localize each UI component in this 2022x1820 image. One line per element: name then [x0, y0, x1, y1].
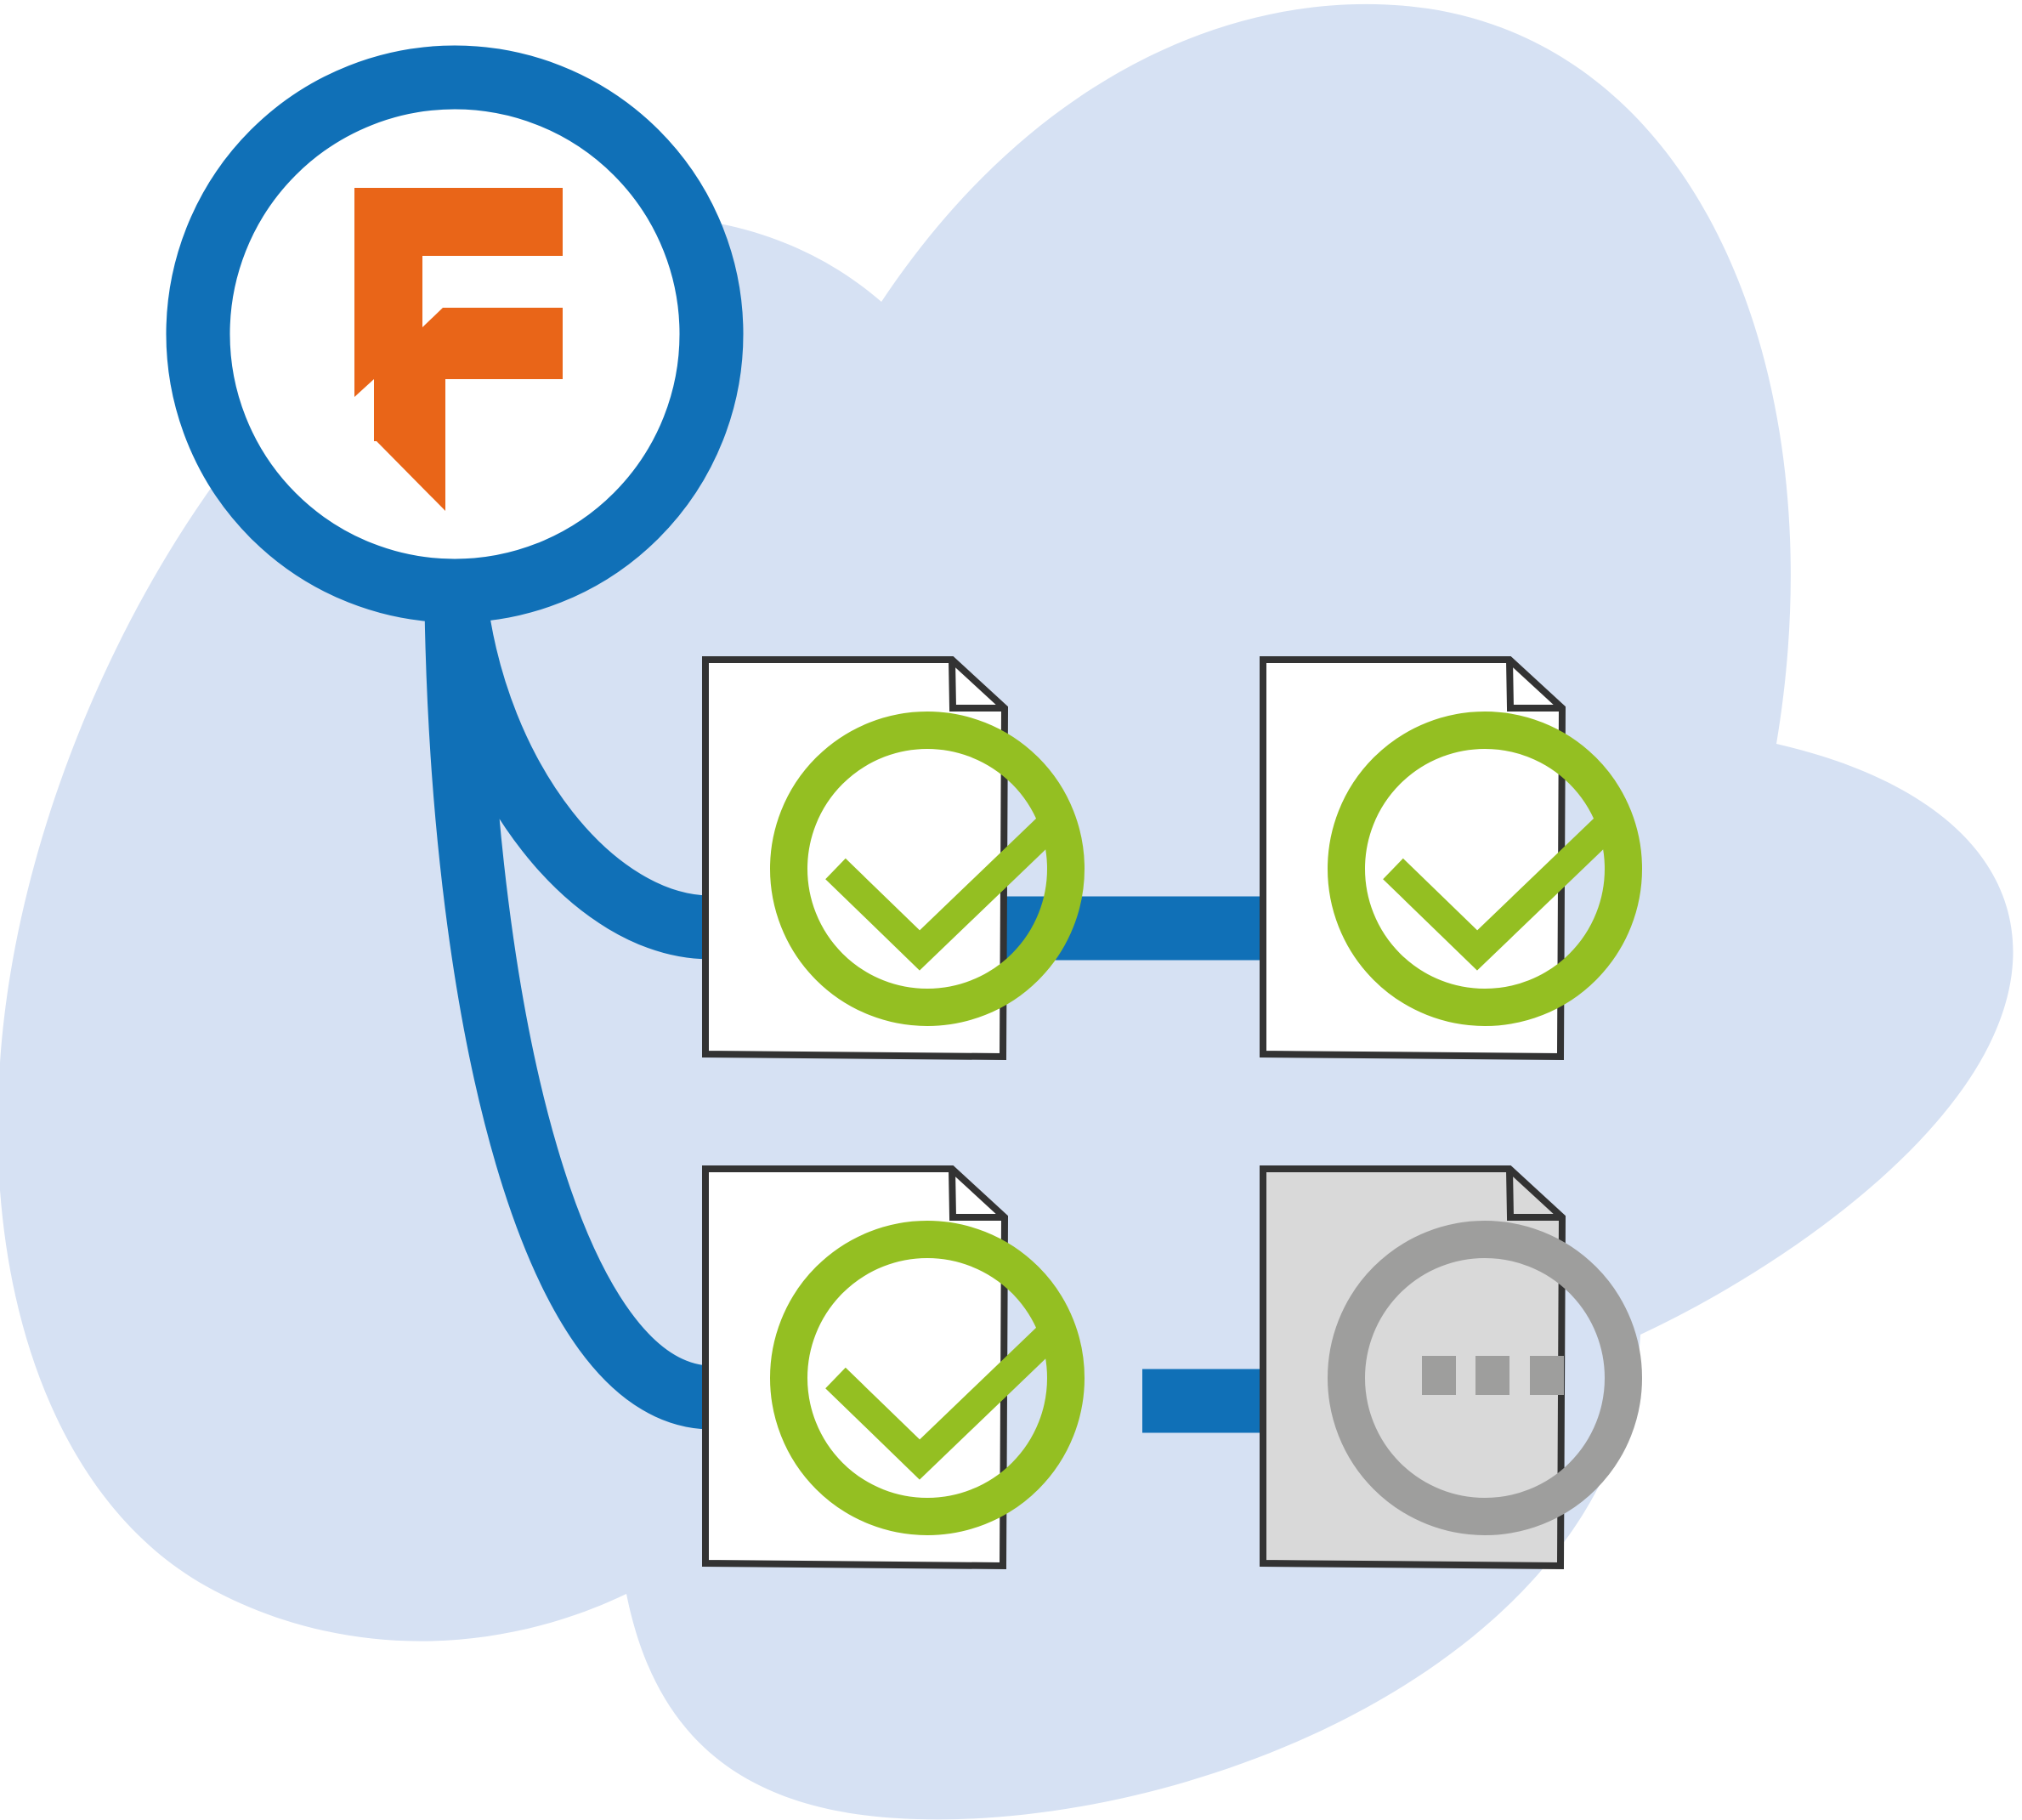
- document-card-2: [1260, 656, 1642, 1061]
- connector-hub-to-doc-3: [424, 607, 712, 1430]
- document-fold: [949, 659, 1005, 712]
- checkmark-icon: [825, 1326, 1057, 1480]
- ellipsis-icon: [1422, 1356, 1564, 1395]
- status-done-ring: [1328, 712, 1642, 1026]
- document-card-4: [1260, 1165, 1642, 1570]
- connector-lines: [422, 591, 1266, 1433]
- hub-node: [166, 45, 744, 623]
- status-done-ring: [770, 712, 1085, 1026]
- document-fold: [1506, 659, 1562, 712]
- checkmark-icon: [1383, 817, 1615, 971]
- document-card-3: [702, 1165, 1085, 1570]
- document-fold: [1506, 1168, 1562, 1221]
- document-fold: [949, 1168, 1005, 1221]
- status-pending-ring: [1328, 1221, 1642, 1535]
- document-card-1: [702, 656, 1085, 1061]
- logo-f-icon: [354, 188, 563, 511]
- checkmark-icon: [825, 817, 1057, 971]
- status-done-ring: [770, 1221, 1085, 1535]
